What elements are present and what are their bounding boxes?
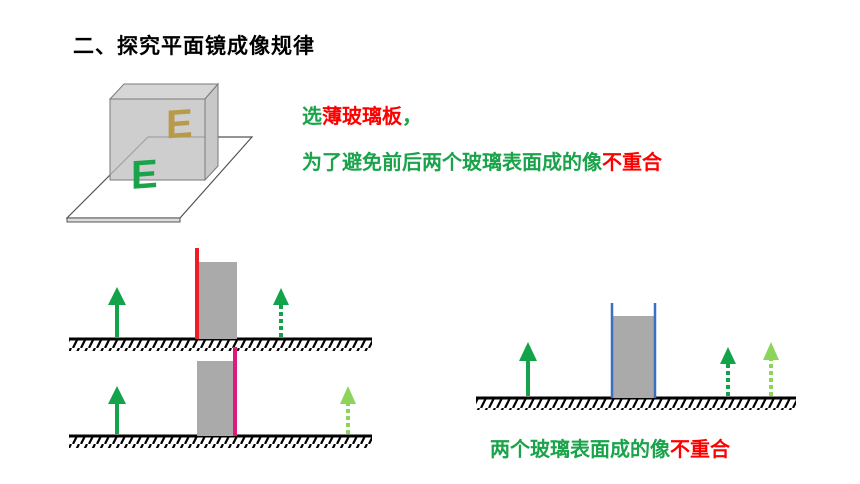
glass-plate-illustration: E E [65, 82, 254, 223]
glass-block [197, 361, 235, 436]
statement-1-tail: ， [402, 104, 422, 128]
ground-hatch [69, 436, 372, 448]
page-title: 二、探究平面镜成像规律 [73, 34, 315, 58]
image-arrow-back-head [763, 342, 779, 360]
object-arrow-head [519, 342, 537, 361]
glass-block [613, 316, 654, 398]
caption-green: 两个玻璃表面成的像 [490, 437, 670, 461]
statement-2-green: 为了避免前后两个玻璃表面成的像 [302, 150, 602, 174]
diagram-two-surfaces [476, 303, 796, 410]
image-arrow-front-head [720, 347, 736, 364]
image-arrow-head [340, 386, 356, 404]
glass-side-face [204, 82, 219, 182]
diagram-magenta-mirror [69, 347, 372, 448]
statement-1-green: 选 [302, 104, 322, 128]
glass-top-face [108, 83, 220, 100]
statement-line-1: 选薄玻璃板， [302, 100, 422, 129]
statement-1-red: 薄玻璃板 [322, 104, 402, 128]
diagram-red-mirror [69, 248, 372, 351]
ground-hatch [69, 339, 372, 351]
ground-hatch [476, 398, 796, 410]
object-arrow-head [108, 287, 126, 305]
caption-red: 不重合 [670, 437, 730, 461]
base-plate-edge [66, 217, 181, 223]
image-arrow-head [273, 288, 289, 305]
image-letter-e: E [166, 102, 193, 148]
statement-2-red: 不重合 [602, 150, 662, 174]
glass-front-face [109, 98, 206, 181]
object-letter-e: E [131, 152, 158, 198]
diagram-caption: 两个玻璃表面成的像不重合 [490, 433, 730, 462]
glass-block [199, 262, 237, 339]
object-arrow-head [108, 386, 126, 404]
statement-line-2: 为了避免前后两个玻璃表面成的像不重合 [302, 146, 662, 175]
